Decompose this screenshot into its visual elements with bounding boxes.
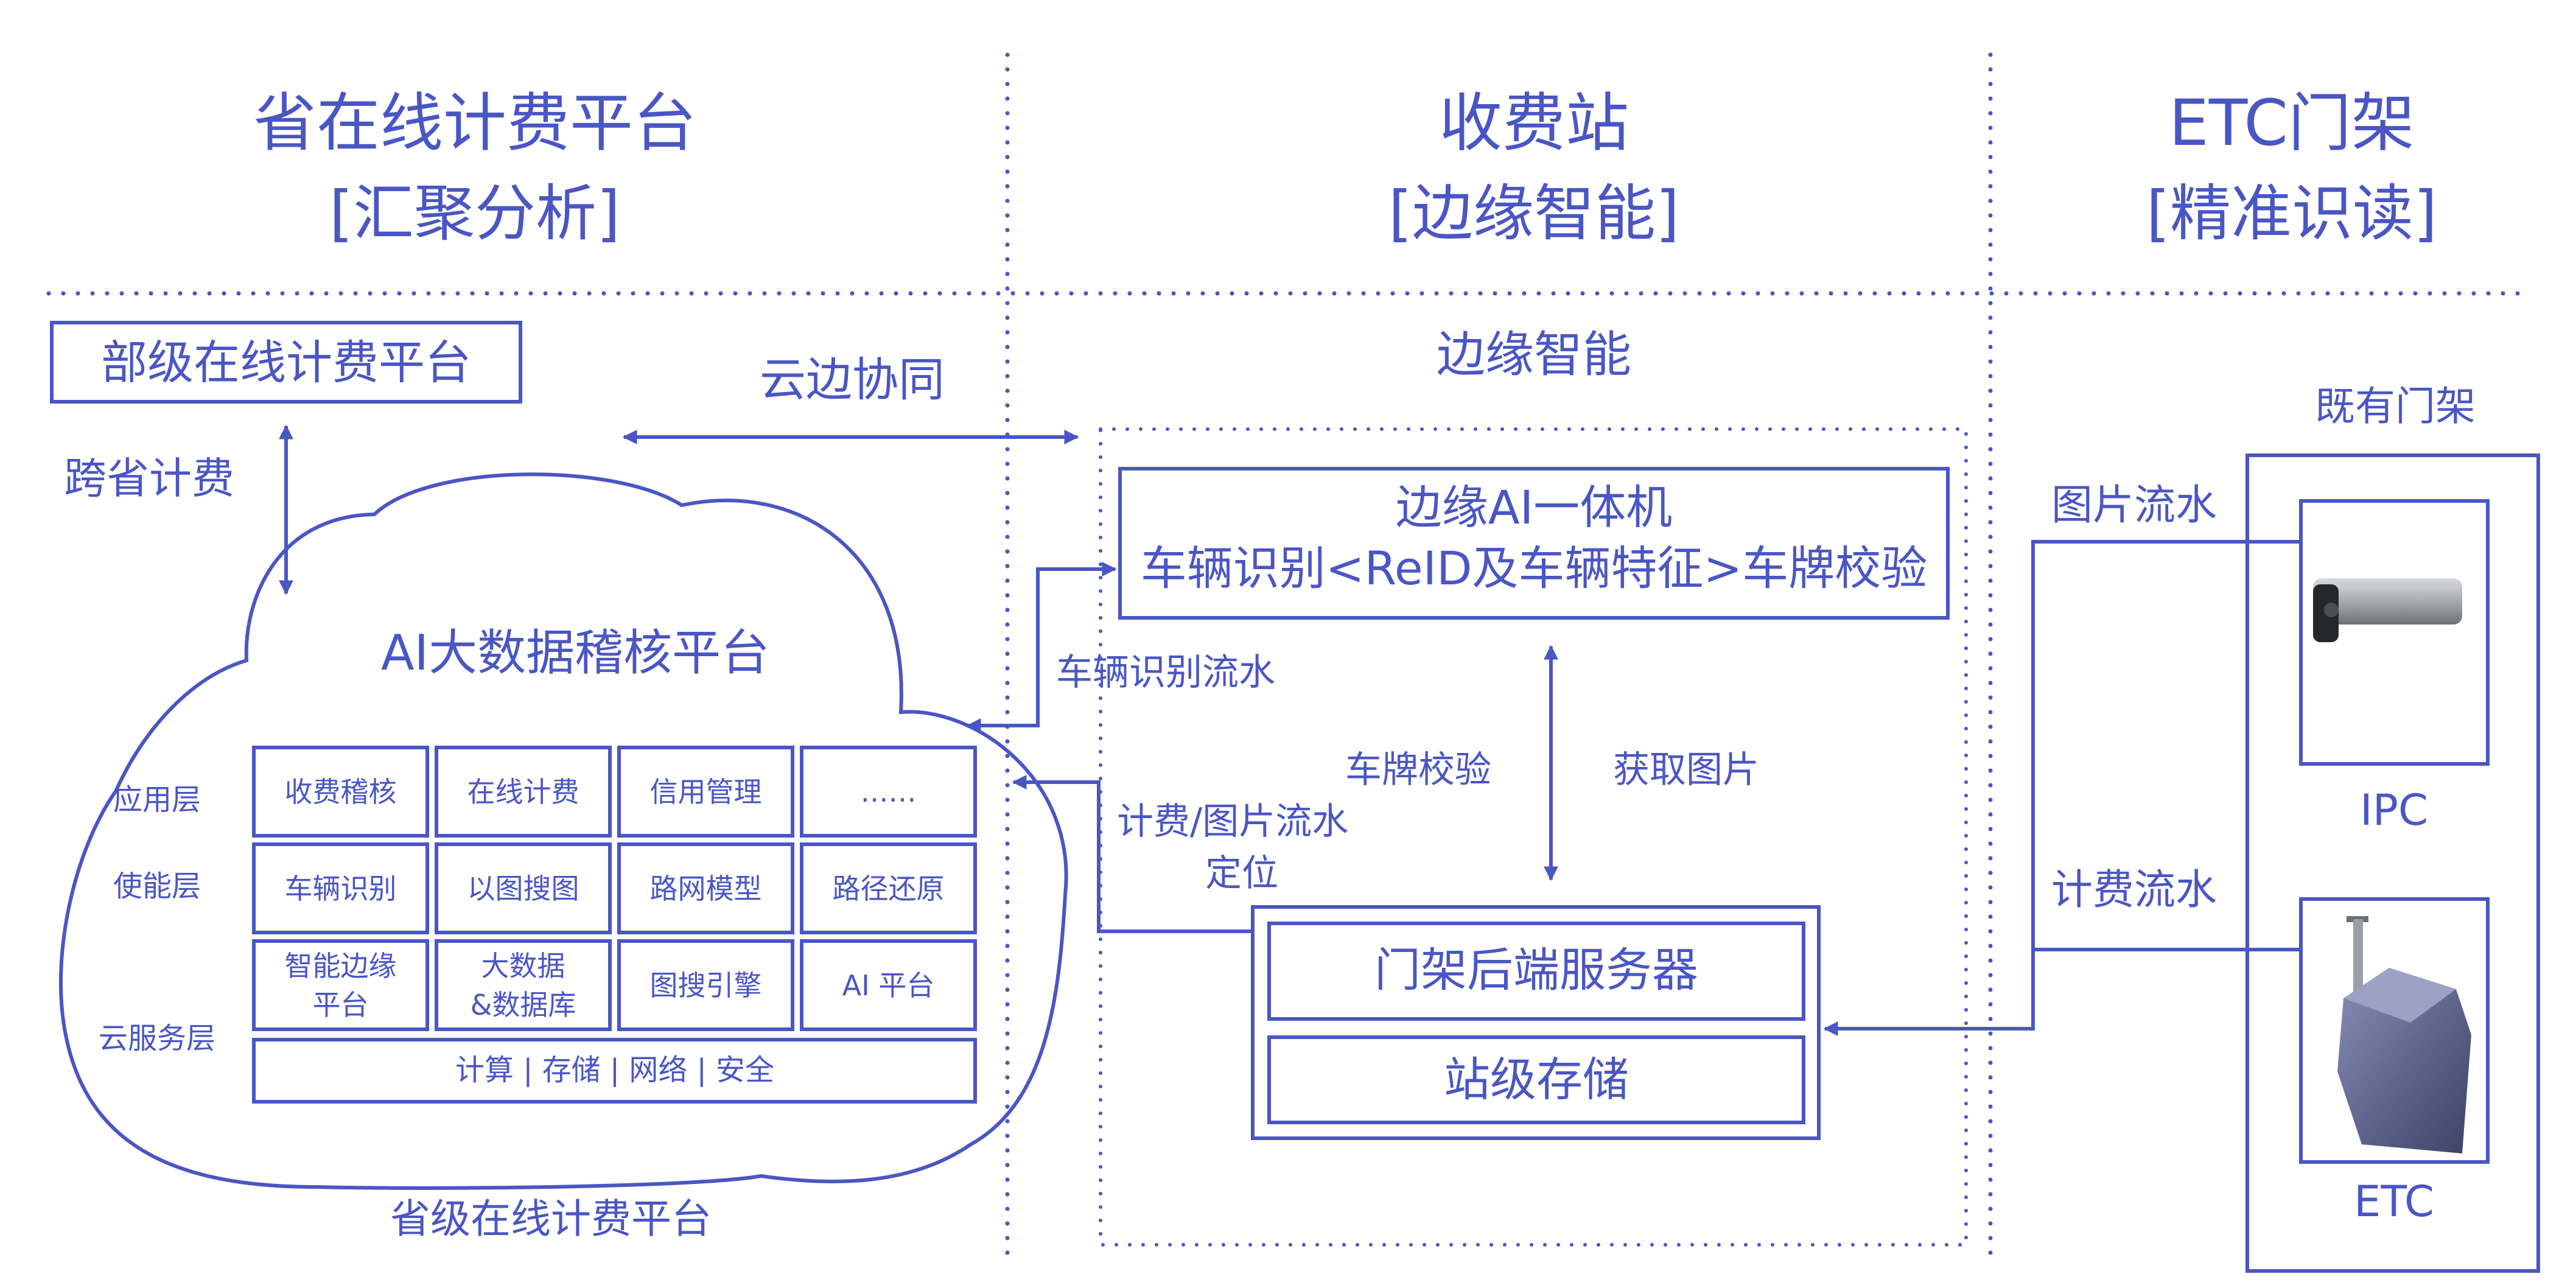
vehicle-flow-label: 车辆识别流水 — [1056, 651, 1275, 694]
layer-label-enabling: 使能层 — [113, 869, 201, 903]
etc-label: ETC — [2354, 1177, 2434, 1227]
edge-intelligence-label: 边缘智能 — [1437, 326, 1631, 383]
gantry-backend-group — [1251, 905, 1821, 1140]
billing-flow-connector — [1012, 775, 1253, 933]
grid-cell-box — [800, 746, 977, 838]
grid-cell-label: 大数据 — [481, 950, 565, 982]
grid-cell-label: 收费稽核 — [285, 775, 397, 808]
toll-station-title: 收费站 — [1439, 86, 1629, 160]
grid-cell-box — [252, 746, 429, 838]
edge-ai-desc: 车辆识别<ReID及车辆特征>车牌校验 — [1141, 541, 1927, 595]
grid-cell-box — [435, 939, 612, 1031]
gantry-server-box — [1267, 922, 1805, 1021]
edge-ai-box — [1118, 467, 1950, 620]
provincial-title: 省在线计费平台 — [253, 86, 696, 160]
grid-cell-box — [800, 939, 977, 1031]
grid-cell-box — [435, 746, 612, 838]
grid-cell-label: 信用管理 — [650, 775, 762, 808]
grid-cell-box — [252, 939, 429, 1031]
image-flow-connector — [1823, 540, 2301, 1036]
provincial-subtitle: [汇聚分析] — [329, 178, 620, 249]
edge-ai-title: 边缘AI一体机 — [1396, 480, 1672, 534]
etc-gantry-subtitle: [精准识读] — [2146, 178, 2437, 249]
ministry-platform-box — [50, 321, 522, 404]
grid-cell-label: AI 平台 — [842, 969, 935, 1002]
station-storage-label: 站级存储 — [1444, 1052, 1629, 1107]
infra-label: 计算 | 存储 | 网络 | 安全 — [455, 1053, 774, 1087]
header-toll-station: 收费站 [边缘智能] — [1388, 86, 1679, 249]
get-image-label: 获取图片 — [1613, 749, 1759, 791]
ipc-label: IPC — [2360, 785, 2428, 835]
station-storage-box — [1267, 1035, 1805, 1124]
ipc-box — [2299, 499, 2490, 766]
image-flow-label: 图片流水 — [2051, 481, 2217, 530]
grid-cell-label: 以图搜图 — [467, 872, 579, 905]
grid-cell-label: 平台 — [313, 989, 369, 1021]
existing-gantry-label: 既有门架 — [2315, 383, 2476, 430]
grid-cell-box — [617, 842, 794, 934]
edge-region — [1099, 427, 1968, 1247]
existing-gantry-box — [2245, 453, 2540, 1273]
grid-cell-label: 路网模型 — [650, 872, 762, 905]
etc-box — [2299, 897, 2490, 1164]
ipc-camera-icon — [2313, 578, 2462, 642]
toll-station-subtitle: [边缘智能] — [1388, 178, 1679, 249]
header-etc-gantry: ETC门架 [精准识读] — [2146, 86, 2437, 249]
header-provincial: 省在线计费平台 [汇聚分析] — [253, 86, 696, 249]
cross-province-label: 跨省计费 — [64, 453, 234, 503]
infra-box — [252, 1038, 977, 1104]
grid-cell-label: 图搜引擎 — [650, 969, 762, 1002]
ministry-platform-label: 部级在线计费平台 — [101, 335, 471, 390]
grid-cell-box — [617, 939, 794, 1031]
locate-label: 定位 — [1205, 852, 1278, 895]
cloud-edge-label: 云边协同 — [760, 352, 945, 407]
layer-label-cloud-service: 云服务层 — [99, 1021, 215, 1055]
billing-stream-label: 计费流水 — [2051, 866, 2217, 914]
cloud-caption: 省级在线计费平台 — [390, 1195, 712, 1242]
cloud-title: AI大数据稽核平台 — [381, 625, 769, 681]
grid-cell-label: 在线计费 — [467, 775, 579, 808]
billing-flow-label: 计费/图片流水 — [1117, 800, 1348, 843]
layer-label-application: 应用层 — [113, 783, 201, 817]
grid-cell-box — [252, 842, 429, 934]
cloud-shape — [58, 472, 1068, 1190]
grid-cell-label: 路径还原 — [833, 872, 945, 905]
vehicle-flow-connector — [966, 562, 1117, 733]
grid-cell-label: 智能边缘 — [285, 950, 397, 982]
grid-cell-label: &数据库 — [471, 989, 576, 1021]
plate-verify-label: 车牌校验 — [1345, 749, 1491, 791]
grid-cell-box — [617, 746, 794, 838]
grid-cell-label: 车辆识别 — [285, 872, 397, 905]
grid-cell-label: …… — [861, 775, 917, 808]
grid-cell-box — [435, 842, 612, 934]
gantry-server-label: 门架后端服务器 — [1374, 943, 1698, 997]
grid-cell-box — [800, 842, 977, 934]
etc-device-icon — [2337, 916, 2471, 1153]
etc-gantry-title: ETC门架 — [2169, 86, 2415, 160]
